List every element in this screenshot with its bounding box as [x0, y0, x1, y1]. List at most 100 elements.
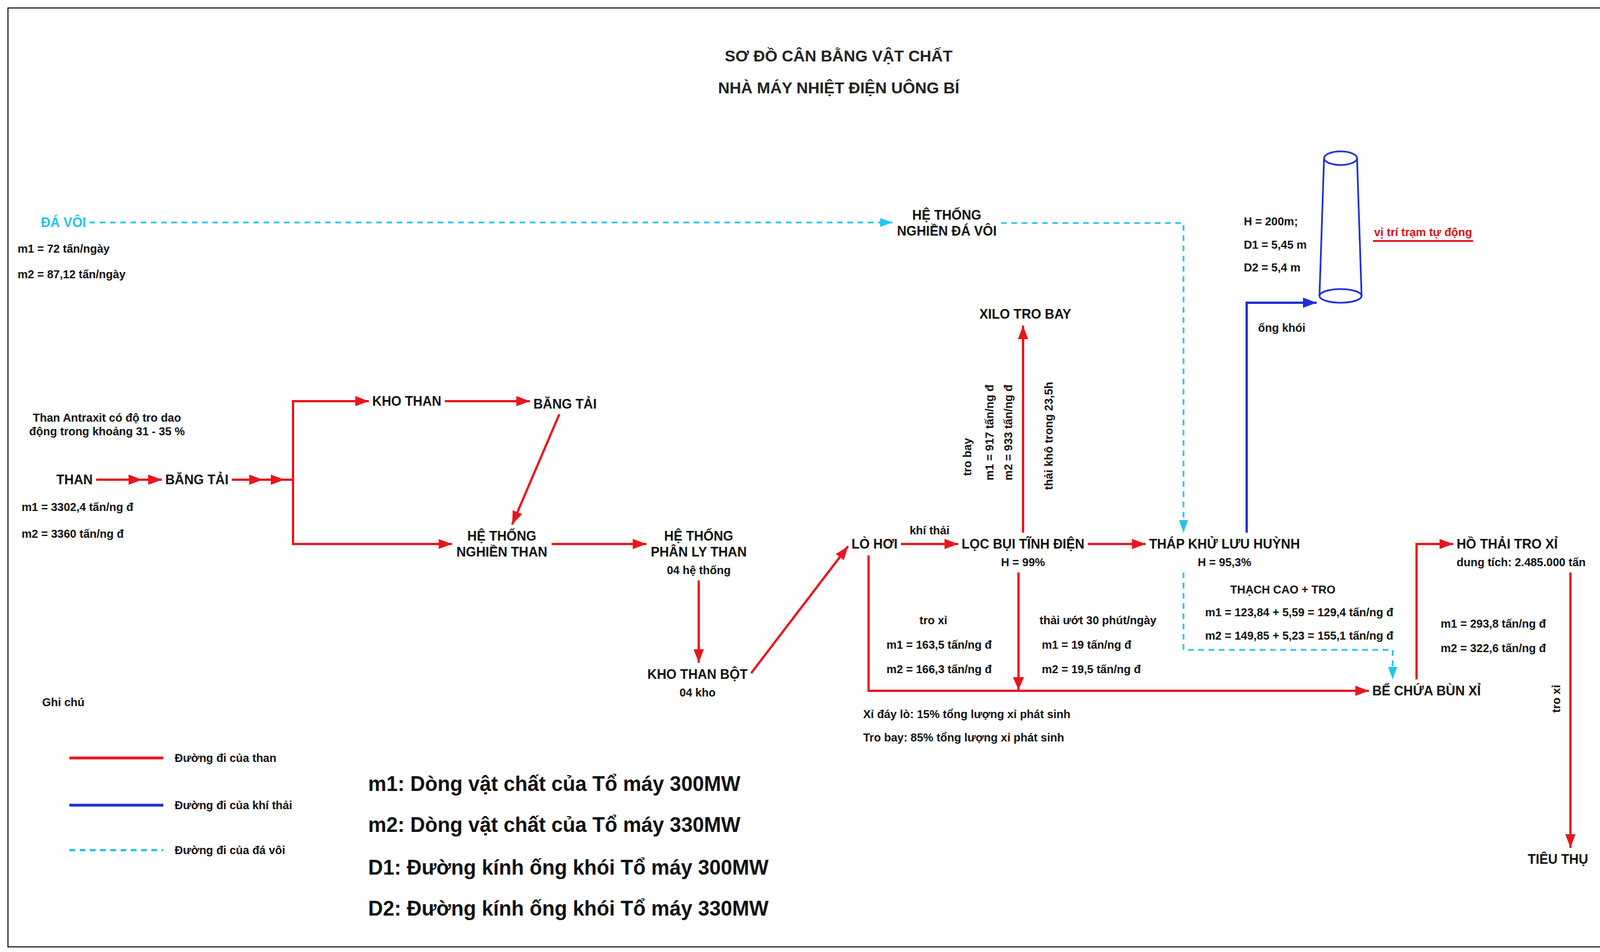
node-note: H = 99% [961, 555, 1085, 569]
legend-text: Đường đi của khí thải [173, 798, 294, 812]
coal-flow [697, 580, 700, 663]
limestone-flow [1183, 572, 1393, 680]
diagram-title: SƠ ĐỒ CÂN BẰNG VẬT CHẤT NHÀ MÁY NHIỆT ĐI… [715, 40, 962, 105]
coal-flow [1087, 542, 1146, 546]
flow-node: BĂNG TẢI [533, 396, 597, 412]
flow-label: m2 = 87,12 tấn/ngày [16, 267, 127, 282]
coal-flow [96, 478, 163, 481]
flow-label: m1: Dòng vật chất của Tổ máy 300MW [366, 771, 742, 797]
flow-label: tro xỉ [918, 613, 949, 628]
limestone-flow [1001, 223, 1185, 533]
flow-label: m1 = 19 tấn/ng đ [1040, 637, 1133, 652]
legend-sample-gas [69, 803, 164, 807]
coal-flow [1416, 543, 1454, 680]
node-heading: KHO THAN BỘT [647, 666, 748, 683]
coal-flow [868, 555, 1369, 691]
coal-flow [1569, 572, 1572, 848]
node-note: 04 kho [647, 685, 748, 700]
node-note: dung tích: 2.485.000 tấn [1456, 555, 1586, 569]
flow-label: m2 = 149,85 + 5,23 = 155,1 tấn/ng đ [1203, 628, 1395, 643]
coal-flow [901, 542, 959, 546]
flow-label: m1 = 72 tấn/ngày [16, 241, 111, 256]
extra-arrowheads [128, 474, 1025, 690]
legend-text: Đường đi của than [173, 751, 278, 765]
flow-node: KHO THAN BỘT 04 kho [647, 666, 748, 700]
flow-label: D1 = 5,45 m [1242, 237, 1309, 252]
flow-label: m1 = 123,84 + 5,59 = 129,4 tấn/ng đ [1203, 605, 1395, 620]
node-note: H = 95,3% [1148, 555, 1300, 569]
node-heading: BĂNG TẢI [533, 396, 597, 412]
flow-label-vertical: tro xỉ [1549, 683, 1564, 715]
flow-label: THẠCH CAO + TRO [1229, 582, 1337, 597]
node-heading: THAN [56, 471, 93, 488]
flow-node: ĐÁ VÔI [40, 214, 86, 231]
flow-label: m2: Dòng vật chất của Tổ máy 330MW [366, 812, 742, 837]
flow-label: H = 200m; [1242, 214, 1300, 229]
flow-label-vertical: tro bay [960, 436, 975, 478]
node-heading: KHO THAN [372, 393, 441, 410]
flow-node: TIÊU THỤ [1527, 851, 1589, 868]
flow-label: m2 = 166,3 tấn/ng đ [885, 662, 993, 676]
flow-label: Xỉ đáy lò: 15% tổng lượng xỉ phát sinh [862, 707, 1072, 721]
flow-label: m2 = 19,5 tấn/ng đ [1040, 662, 1142, 676]
node-heading: HỆ THỐNG NGHIỀN ĐÁ VÔI [896, 207, 999, 239]
coal-flow [751, 546, 848, 674]
flow-label: vị trí trạm tự động [1372, 225, 1474, 242]
flow-node: BỂ CHỨA BÙN XỈ [1372, 682, 1482, 699]
legend-text: Đường đi của đá vôi [173, 843, 287, 857]
node-heading: XILO TRO BAY [979, 306, 1071, 323]
flow-label: ống khói [1256, 320, 1307, 335]
flue-gas-line [1246, 302, 1317, 533]
flow-node: LỌC BỤI TĨNH ĐIỆN H = 99% [961, 535, 1085, 569]
node-heading: LỌC BỤI TĨNH ĐIỆN [961, 535, 1085, 552]
node-heading: HỒ THẢI TRO XỈ [1456, 535, 1586, 552]
limestone-flow [89, 221, 893, 224]
coal-flow [444, 400, 531, 403]
flow-label-vertical: m2 = 933 tấn/ng đ [1001, 383, 1016, 482]
coal-flow [1021, 325, 1025, 533]
node-heading: THÁP KHỬ LƯU HUỲNH [1148, 535, 1300, 552]
flow-label: Ghi chú [40, 695, 86, 709]
node-heading: TIÊU THỤ [1527, 851, 1589, 868]
node-heading: HỆ THỐNG PHÂN LY THAN [649, 528, 748, 560]
flow-label: D2 = 5,4 m [1242, 260, 1302, 275]
flow-label: m1 = 293,8 tấn/ng đ [1439, 616, 1548, 631]
flow-label: Than Antraxit có độ tro dao động trong k… [27, 410, 188, 439]
node-heading: BỂ CHỨA BÙN XỈ [1372, 682, 1482, 699]
node-heading: HỆ THỐNG NGHIỀN THAN [455, 528, 549, 560]
coal-flow [232, 401, 370, 480]
flow-label: m2 = 3360 tấn/ng đ [20, 526, 126, 541]
flow-node: HỆ THỐNG NGHIỀN ĐÁ VÔI [896, 207, 999, 239]
flow-node: THAN [56, 471, 93, 488]
flow-node: BĂNG TẢI [165, 471, 229, 488]
flow-label: m1 = 3302,4 tấn/ng đ [20, 500, 135, 514]
flow-label: Tro bay: 85% tổng lượng xỉ phát sinh [862, 730, 1066, 745]
legend-sample-coal [69, 756, 164, 760]
coal-flow [232, 479, 453, 544]
node-heading: BĂNG TẢI [165, 471, 229, 488]
node-heading: LÒ HƠI [851, 535, 898, 552]
coal-flow [551, 542, 647, 546]
chimney-symbol [1319, 151, 1362, 303]
flow-label: D1: Đường kính ống khói Tổ máy 300MW [366, 855, 770, 880]
frame [7, 7, 1600, 947]
flow-node: KHO THAN [372, 393, 441, 410]
flow-label: m1 = 163,5 tấn/ng đ [885, 637, 993, 652]
flow-label: m2 = 322,6 tấn/ng đ [1439, 641, 1548, 655]
edge-label: khí thải [908, 523, 951, 538]
legend-sample-lime [69, 848, 164, 852]
coal-flow [512, 414, 560, 525]
flow-label-vertical: m1 = 917 tấn/ng đ [982, 383, 997, 482]
flow-label-vertical: thải khô trong 23,5h [1041, 380, 1056, 492]
flow-label: thải ướt 30 phút/ngày [1038, 613, 1158, 628]
flow-node: HỆ THỐNG PHÂN LY THAN 04 hệ thống [649, 528, 748, 577]
flow-node: XILO TRO BAY [979, 306, 1071, 323]
node-heading: ĐÁ VÔI [40, 214, 86, 231]
flow-node: HỆ THỐNG NGHIỀN THAN [455, 528, 549, 560]
flow-node: HỒ THẢI TRO XỈ dung tích: 2.485.000 tấn [1456, 535, 1586, 569]
flow-node: THÁP KHỬ LƯU HUỲNH H = 95,3% [1148, 535, 1300, 569]
node-note: 04 hệ thống [649, 563, 748, 577]
flow-label: D2: Đường kính ống khói Tổ máy 330MW [366, 896, 770, 921]
flow-node: LÒ HƠI [851, 535, 898, 552]
